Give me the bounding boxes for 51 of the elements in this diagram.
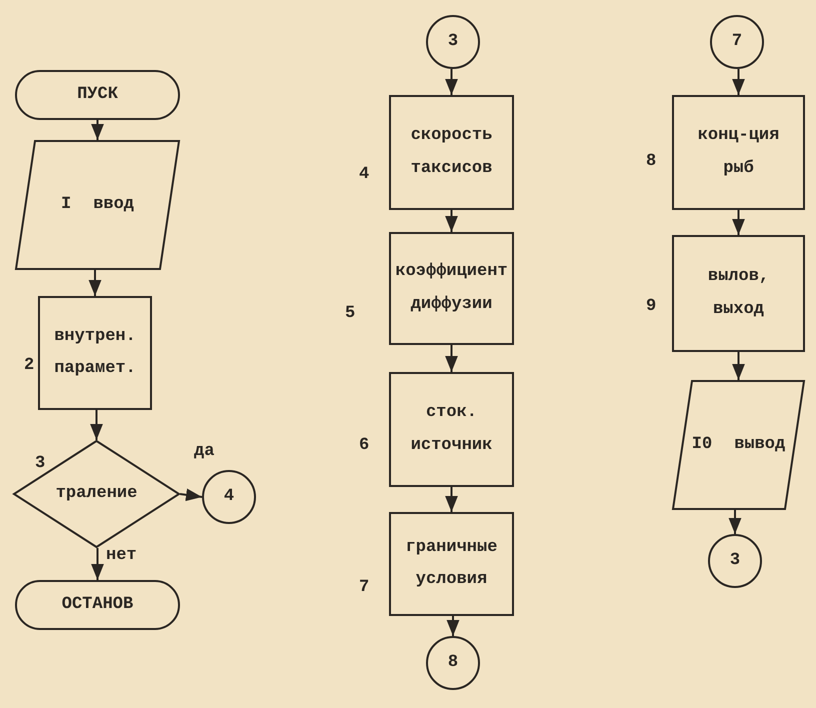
node-label: вывод [733, 434, 786, 456]
connector-number: 3 [728, 550, 742, 572]
arrow [445, 69, 458, 95]
node-label: I [60, 194, 72, 216]
step-number: 7 [359, 578, 370, 597]
step-number: 3 [35, 454, 46, 473]
node-label: ПУСК [76, 84, 119, 106]
arrow [180, 488, 202, 502]
arrow [446, 616, 460, 636]
step-number: 2 [24, 356, 34, 375]
arrow [91, 548, 104, 580]
input-output-parallelogram [672, 380, 805, 510]
node-label: внутрен. парамет. [53, 326, 137, 380]
connector-circle [710, 15, 764, 69]
connector-number: 7 [730, 30, 744, 53]
arrow [88, 270, 102, 296]
connector-circle [202, 470, 256, 524]
arrow [445, 345, 458, 372]
step-number: 9 [646, 297, 656, 316]
arrow [728, 510, 742, 534]
node-label: сток. источник [410, 402, 494, 456]
arrow [91, 120, 104, 140]
arrow [732, 69, 745, 95]
arrow [90, 410, 103, 440]
connector-circle [708, 534, 762, 588]
node-label: коэффициент диффузии [394, 261, 509, 316]
step-number: 8 [646, 152, 656, 171]
terminal-shape [15, 580, 180, 630]
node-label: I0 [690, 434, 714, 456]
step-number: 6 [359, 436, 370, 455]
step-number: 4 [359, 165, 370, 184]
connector-number: 3 [446, 30, 460, 53]
decision-diamond [13, 440, 180, 548]
node-label: граничные условия [404, 536, 498, 591]
arrow [445, 210, 458, 232]
node-label: скорость таксисов [410, 125, 494, 180]
connector-circle [426, 15, 480, 69]
step-number: 5 [345, 304, 356, 323]
connector-number: 8 [446, 652, 460, 674]
arrow [445, 487, 458, 512]
node-label: ввод [92, 194, 135, 216]
arrow [732, 210, 745, 235]
input-output-parallelogram [15, 140, 180, 270]
node-label: ОСТАНОВ [60, 594, 134, 616]
node-label: вылов, выход [706, 266, 770, 320]
node-label: траление [54, 482, 138, 505]
connector-number: 4 [222, 486, 236, 508]
node-label: конц-ция рыб [696, 125, 780, 180]
arrow [732, 352, 745, 380]
terminal-shape [15, 70, 180, 120]
connector-circle [426, 636, 480, 690]
